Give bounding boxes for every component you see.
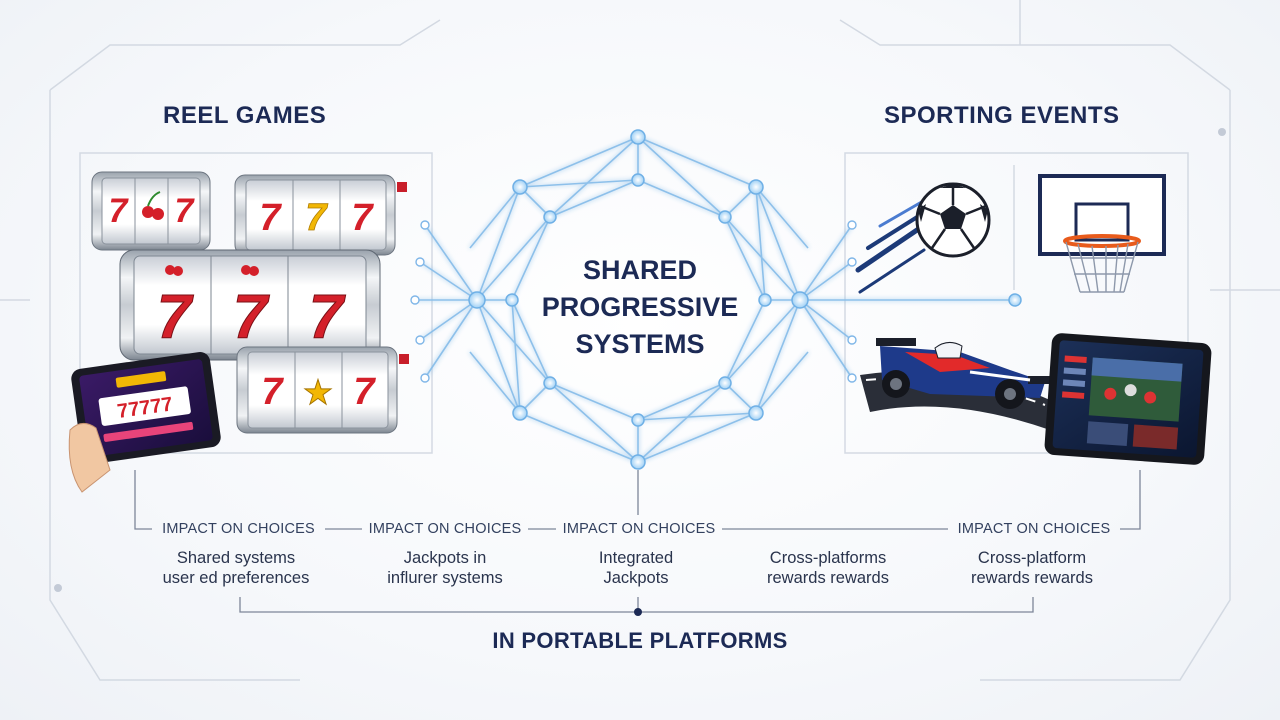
svg-text:★: ★ [303,373,333,413]
frame-dot [54,584,62,592]
svg-text:7: 7 [233,283,270,352]
reel-games-heading: REEL GAMES [163,102,327,129]
svg-text:7: 7 [175,192,196,230]
caption-2-line2: influrer systems [387,569,503,587]
caption-1-line2: user ed preferences [162,569,310,587]
slot-machine-large: 7 7 7 [119,249,381,361]
impact-caption-5: Cross-platform rewards rewards [932,548,1132,588]
svg-text:7: 7 [305,197,328,239]
race-car-icon [860,338,1054,430]
slot-tablet: 77777 [68,352,221,493]
impact-caption-1: Shared systems user ed preferences [136,548,336,588]
slot-machine-bottom: 7 ★ 7 [236,346,409,434]
caption-4-line2: rewards rewards [767,569,889,587]
svg-text:7: 7 [351,197,374,239]
svg-text:7: 7 [309,283,346,352]
caption-1-line1: Shared systems [176,549,296,567]
caption-4-line1: Cross-platforms [769,549,887,567]
svg-text:7: 7 [353,371,376,413]
impact-caption-3: Integrated Jackpots [536,548,736,588]
impact-label-3: IMPACT ON CHOICES [562,521,716,537]
basketball-hoop-icon [1038,174,1166,293]
center-title-line1: SHARED [582,255,697,285]
impact-label-2: IMPACT ON CHOICES [368,521,522,537]
caption-5-line1: Cross-platform [977,549,1087,567]
caption-3-line2: Jackpots [603,569,669,587]
impact-label-1: IMPACT ON CHOICES [162,521,315,537]
impact-label-5: IMPACT ON CHOICES [957,521,1111,537]
shared-progressive-systems-title: SHARED PROGRESSIVE SYSTEMS [540,252,740,363]
caption-3-line1: Integrated [598,549,674,567]
slot-machine-small-left: 7 7 [91,171,211,251]
svg-text:7: 7 [259,197,282,239]
impact-connectors [134,470,1141,613]
caption-5-line2: rewards rewards [971,569,1093,587]
network-nodes [468,129,1022,470]
svg-text:7: 7 [109,192,130,230]
svg-text:7: 7 [157,283,194,352]
fan-end-nodes [410,220,857,383]
reel-games-box [79,152,433,454]
caption-2-line1: Jackpots in [403,549,487,567]
circuit-frame [0,0,1280,681]
svg-text:7: 7 [261,371,284,413]
sporting-events-heading: SPORTING EVENTS [884,102,1120,129]
impact-caption-2: Jackpots in influrer systems [345,548,545,588]
soccer-ball-icon [855,182,991,294]
portable-platforms-title: IN PORTABLE PLATFORMS [492,628,788,653]
impact-caption-4: Cross-platforms rewards rewards [728,548,928,588]
center-title-line3: SYSTEMS [575,329,705,359]
sporting-events-box [844,152,1189,454]
bottom-junction-dot [634,608,642,616]
slot-machine-small-right: 7 7 7 [234,174,407,256]
frame-dot [1218,128,1226,136]
sports-tablet [1044,333,1212,465]
center-title-line2: PROGRESSIVE [541,292,739,322]
